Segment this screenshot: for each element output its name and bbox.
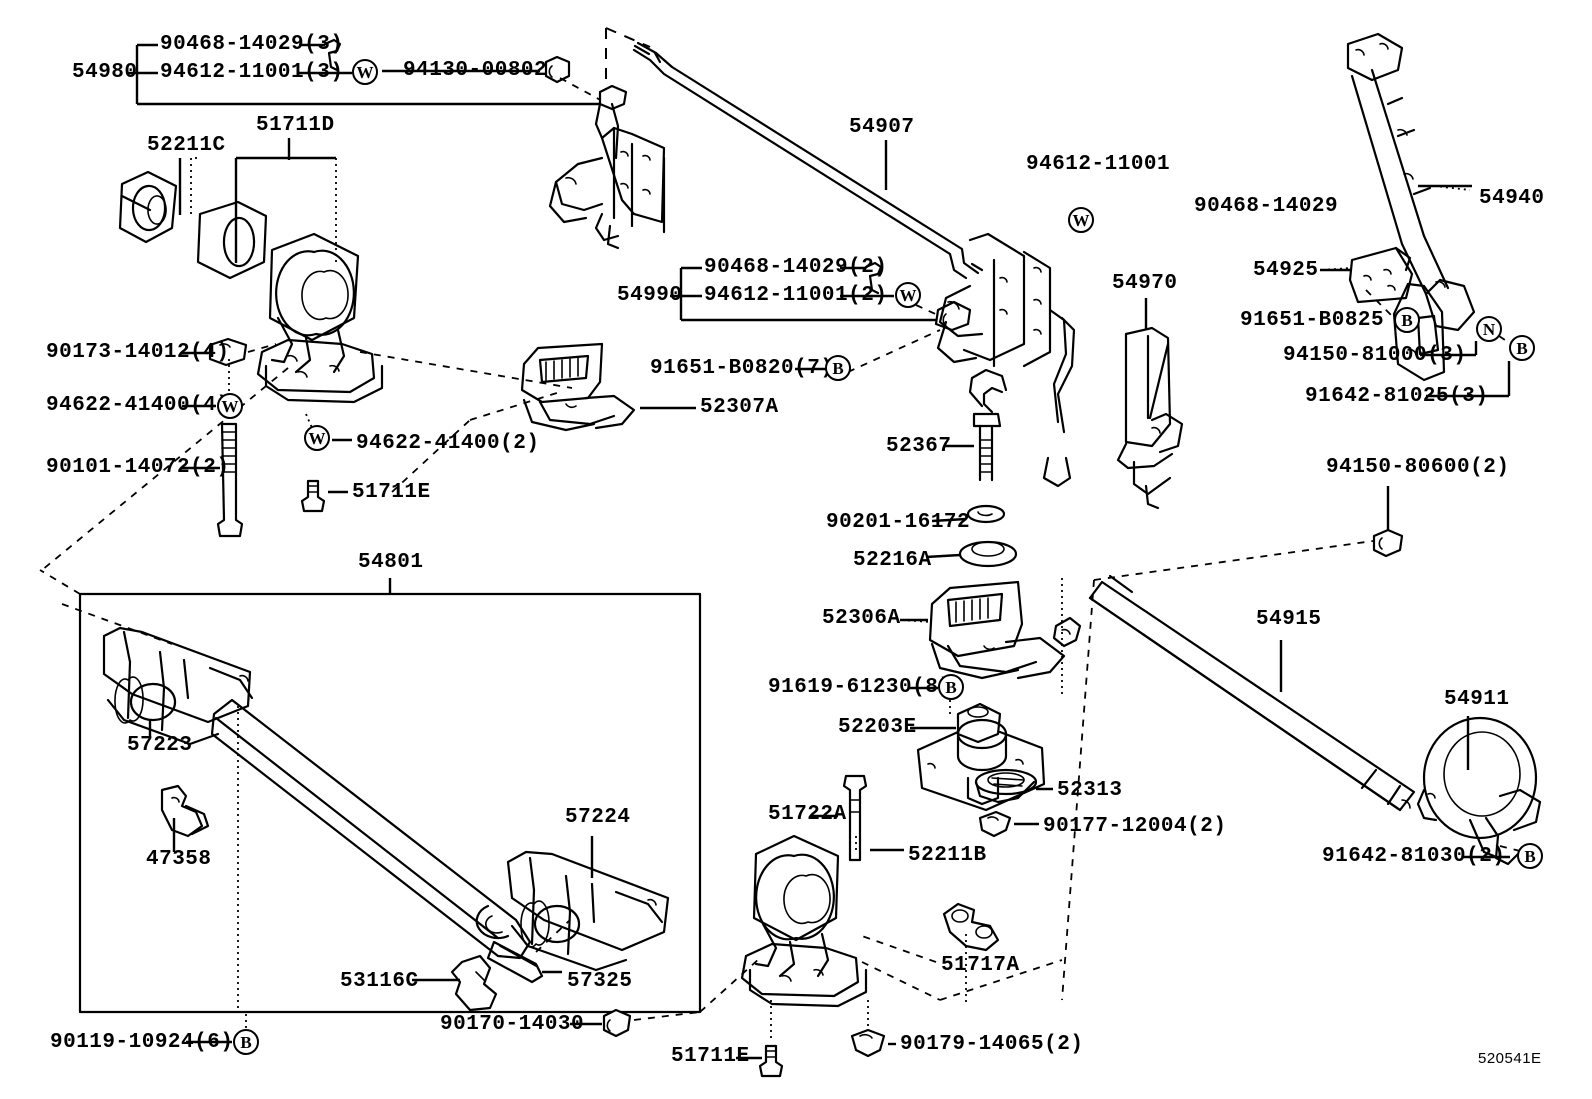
part-label-57223: 57223 <box>127 734 193 757</box>
code-marker-w-94622-41400-2: W <box>304 425 330 451</box>
part-label-90468-14029-2: 90468-14029(2) <box>704 256 888 279</box>
part-label-51722A: 51722A <box>768 803 847 826</box>
part-label-94612-11001: 94612-11001 <box>1026 153 1171 176</box>
code-marker-b-91651-B0825: B <box>1394 307 1420 333</box>
part-label-91651-B0825: 91651-B0825 <box>1240 309 1385 332</box>
part-label-94622-41400-2: 94622-41400(2) <box>356 432 540 455</box>
part-label-90177-12004-2: 90177-12004(2) <box>1043 815 1227 838</box>
part-label-52307A: 52307A <box>700 396 779 419</box>
code-marker-w-54990: W <box>895 282 921 308</box>
part-label-51717A: 51717A <box>941 954 1020 977</box>
code-marker-w-94622-41400-4: W <box>217 393 243 419</box>
part-label-52306A: 52306A <box>822 607 901 630</box>
part-label-52367: 52367 <box>886 435 952 458</box>
part-label-94150-81000-3: 94150-81000(3) <box>1283 344 1467 367</box>
part-label-51711E-lower: 51711E <box>671 1045 750 1068</box>
part-label-90179-14065-2: 90179-14065(2) <box>900 1033 1084 1056</box>
code-marker-n-94150-81000: N <box>1476 316 1502 342</box>
part-label-52203E: 52203E <box>838 716 917 739</box>
part-label-57224: 57224 <box>565 806 631 829</box>
part-label-90468-14029-3: 90468-14029(3) <box>160 33 344 56</box>
code-marker-w-54980: W <box>352 59 378 85</box>
part-label-90173-14012-4: 90173-14012(4) <box>46 341 230 364</box>
part-label-54990: 54990 <box>617 284 683 307</box>
part-label-94150-80600-2: 94150-80600(2) <box>1326 456 1510 479</box>
part-label-90201-16172: 90201-16172 <box>826 511 971 534</box>
part-label-90170-14030: 90170-14030 <box>440 1013 585 1036</box>
part-label-54801: 54801 <box>358 551 424 574</box>
part-label-54980: 54980 <box>72 61 138 84</box>
part-label-51711D: 51711D <box>256 114 335 137</box>
code-marker-b-91651-B0820: B <box>825 355 851 381</box>
code-marker-b-91642-81025: B <box>1509 335 1535 361</box>
part-label-90101-14072-2: 90101-14072(2) <box>46 456 230 479</box>
part-label-54907: 54907 <box>849 116 915 139</box>
sheet-code-footer: 520541E <box>1478 1050 1542 1067</box>
part-label-94130-00802: 94130-00802 <box>403 59 548 82</box>
part-label-57325: 57325 <box>567 970 633 993</box>
code-marker-b-91642-81030: B <box>1517 843 1543 869</box>
part-label-91651-B0820-7: 91651-B0820(7) <box>650 357 834 380</box>
part-label-52211C: 52211C <box>147 134 226 157</box>
part-label-91642-81025-3: 91642-81025(3) <box>1305 385 1489 408</box>
part-label-52211B: 52211B <box>908 844 987 867</box>
part-label-47358: 47358 <box>146 848 212 871</box>
part-label-91642-81030-2: 91642-81030(2) <box>1322 845 1506 868</box>
part-label-91619-61230-8: 91619-61230(8) <box>768 676 952 699</box>
part-label-52313: 52313 <box>1057 779 1123 802</box>
part-label-53116C: 53116C <box>340 970 419 993</box>
code-marker-w-94612-11001: W <box>1068 207 1094 233</box>
part-label-90119-10924-6: 90119-10924(6) <box>50 1031 234 1054</box>
code-marker-b-90119-10924: B <box>233 1029 259 1055</box>
part-label-94622-41400-4: 94622-41400(4) <box>46 394 230 417</box>
part-label-54911: 54911 <box>1444 688 1510 711</box>
part-label-54970: 54970 <box>1112 272 1178 295</box>
part-label-94612-11001-2: 94612-11001(2) <box>704 284 888 307</box>
part-label-52216A: 52216A <box>853 549 932 572</box>
code-marker-b-91619-61230: B <box>938 674 964 700</box>
part-label-54940: 54940 <box>1479 187 1545 210</box>
part-label-54915: 54915 <box>1256 608 1322 631</box>
part-label-51711E-upper: 51711E <box>352 481 431 504</box>
part-label-90468-14029: 90468-14029 <box>1194 195 1339 218</box>
part-label-94612-11001-3: 94612-11001(3) <box>160 61 344 84</box>
part-label-54925: 54925 <box>1253 259 1319 282</box>
